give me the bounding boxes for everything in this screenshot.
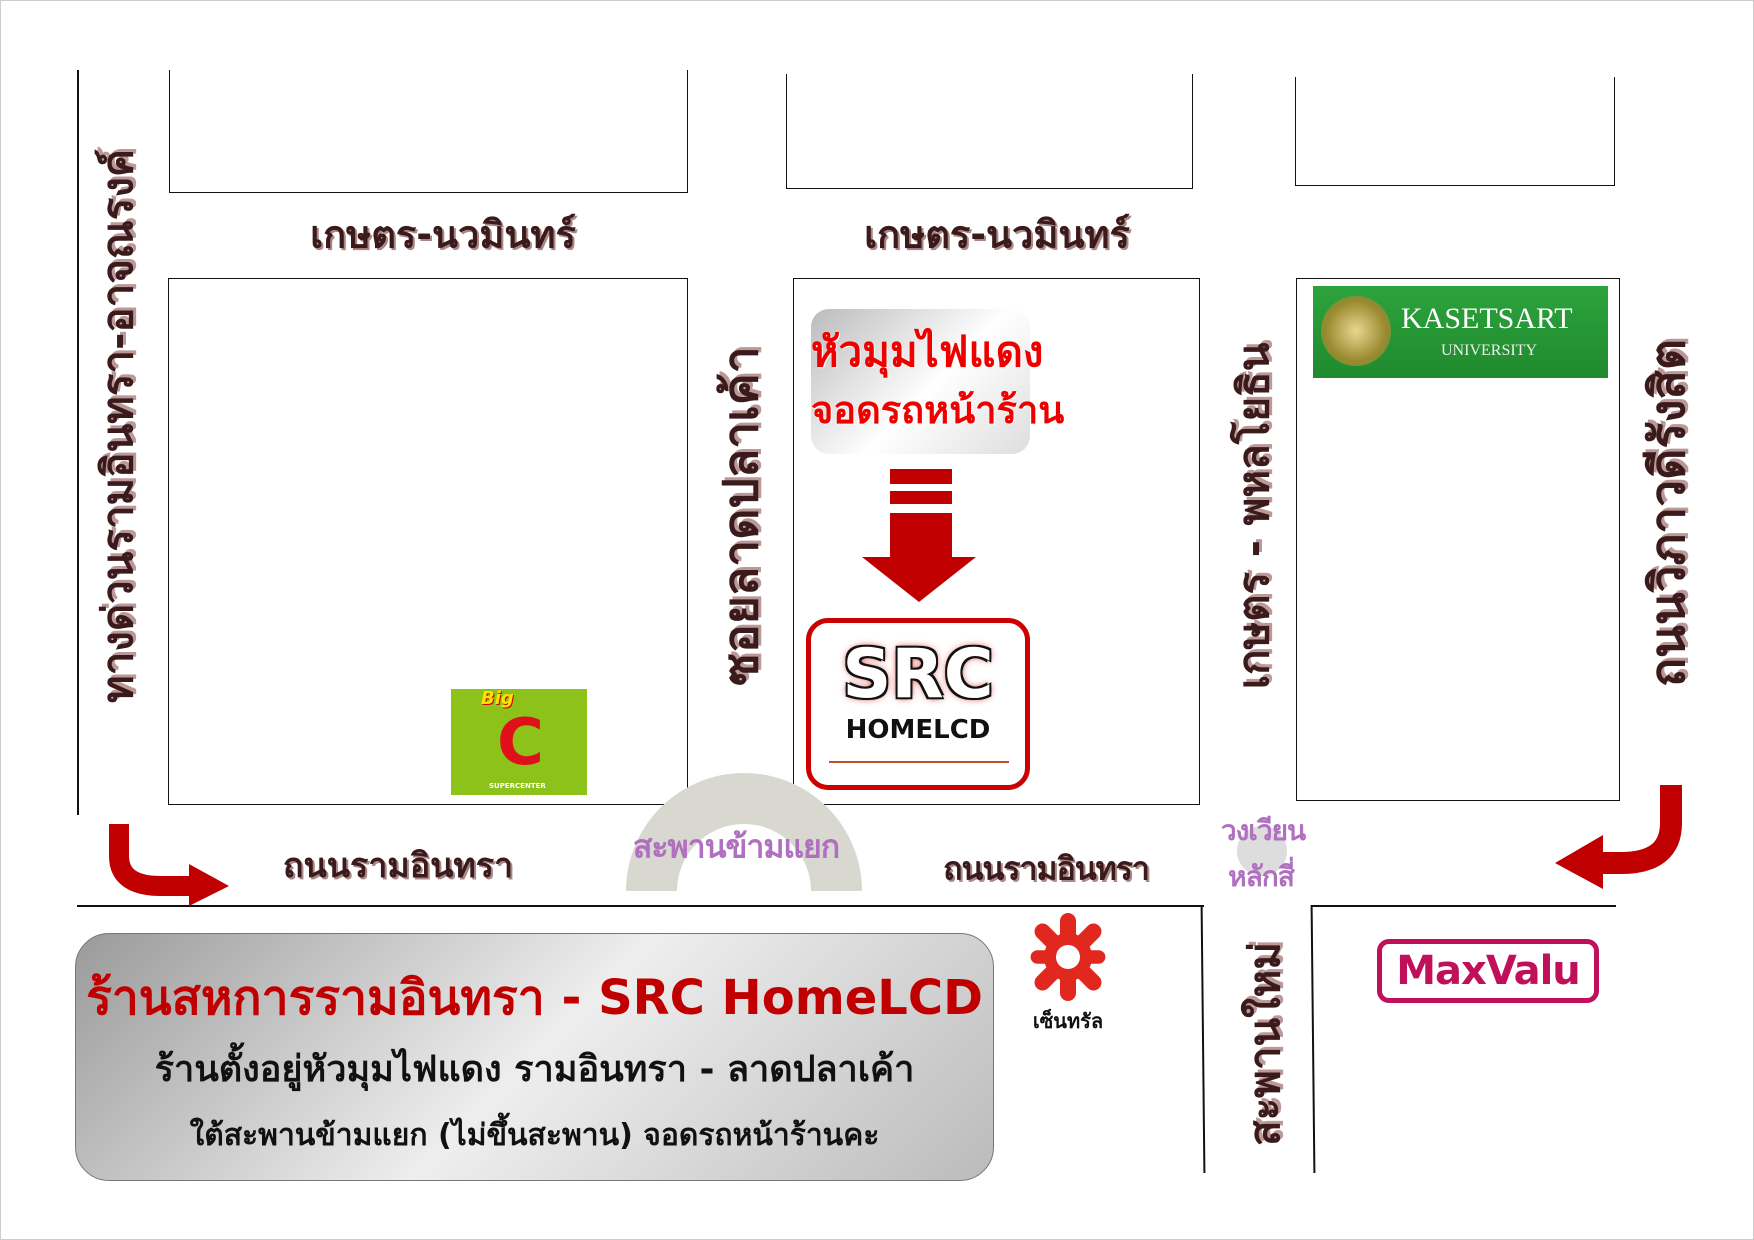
block (169, 70, 688, 193)
road-label-kaset-phahon: เกษตร - พหลโยธิน (1229, 342, 1278, 690)
road-line (1312, 905, 1616, 907)
road-line (77, 70, 79, 815)
arrow-bar (890, 491, 952, 504)
src-logo-text: SRC (842, 635, 994, 714)
road-label-soi-ladplakao: ซอยลาดปลาเค้า (713, 346, 769, 686)
info-title: ร้านสหการรามอินทรา - SRC HomeLCD (86, 970, 983, 1026)
road-label-ramintra: ถนนรามอินทรา (282, 846, 514, 886)
roundabout-label: วงเวียน (1220, 814, 1306, 847)
block-kasetsart (1296, 278, 1620, 801)
road-line (77, 905, 1204, 907)
info-line-2: ร้านตั้งอยู่หัวมุมไฟแดง รามอินทรา - ลาดป… (154, 1049, 915, 1090)
homelcd-text: HOMELCD (845, 715, 991, 745)
road-label-ramintra: ถนนรามอินทรา (943, 849, 1150, 888)
down-arrow-icon (862, 513, 976, 602)
maxvalu-logo: MaxValu (1377, 939, 1599, 1003)
block-bigc (168, 278, 688, 805)
road-label-vibhavadi: ถนนวิภาวดีรังสิต (1640, 338, 1696, 688)
road-line (1310, 904, 1316, 1174)
info-line-3: ใต้สะพานข้ามแยก (ไม่ขึ้นสะพาน) จอดรถหน้า… (189, 1118, 880, 1153)
kasetsart-logo: KASETSART UNIVERSITY (1313, 286, 1608, 378)
road-label-kaset-nawamin: เกษตร-นวมินทร์ (310, 212, 576, 257)
road-label-kaset-nawamin: เกษตร-นวมินทร์ (864, 212, 1130, 257)
turn-arrow-right (1555, 785, 1682, 889)
arrow-bar (890, 469, 952, 484)
info-box: ร้านสหการรามอินทรา - SRC HomeLCD ร้านตั้… (75, 933, 994, 1181)
block (786, 74, 1193, 189)
turn-arrow-left (109, 824, 229, 906)
road-line (1200, 904, 1206, 1174)
road-label-expressway: ทางด่วนรามอินทรา-อาจณรงค์ (93, 149, 142, 703)
bigc-logo: Big C SUPERCENTER (451, 689, 587, 795)
logo-underline (829, 761, 1009, 763)
ku-seal-icon (1321, 296, 1391, 366)
sign-line-1: หัวมุมไฟแดง (811, 327, 1044, 376)
flyover-arch (626, 773, 862, 891)
src-homelcd-logo: SRC HOMELCD (806, 618, 1030, 790)
roundabout-marker (1237, 826, 1287, 876)
parking-sign: หัวมุมไฟแดง จอดรถหน้าร้าน (811, 309, 1065, 454)
roundabout-label: หลักสี่ (1228, 860, 1295, 893)
flyover-label: สะพานข้ามแยก (632, 827, 840, 866)
central-sun-icon (1030, 913, 1106, 1001)
sign-line-2: จอดรถหน้าร้าน (811, 388, 1065, 432)
road-label-saphan-mai: สะพานใหม่ (1240, 941, 1289, 1147)
block (1295, 77, 1615, 186)
central-logo: เซ็นทรัล (1013, 911, 1123, 1033)
block-shop (793, 278, 1200, 805)
